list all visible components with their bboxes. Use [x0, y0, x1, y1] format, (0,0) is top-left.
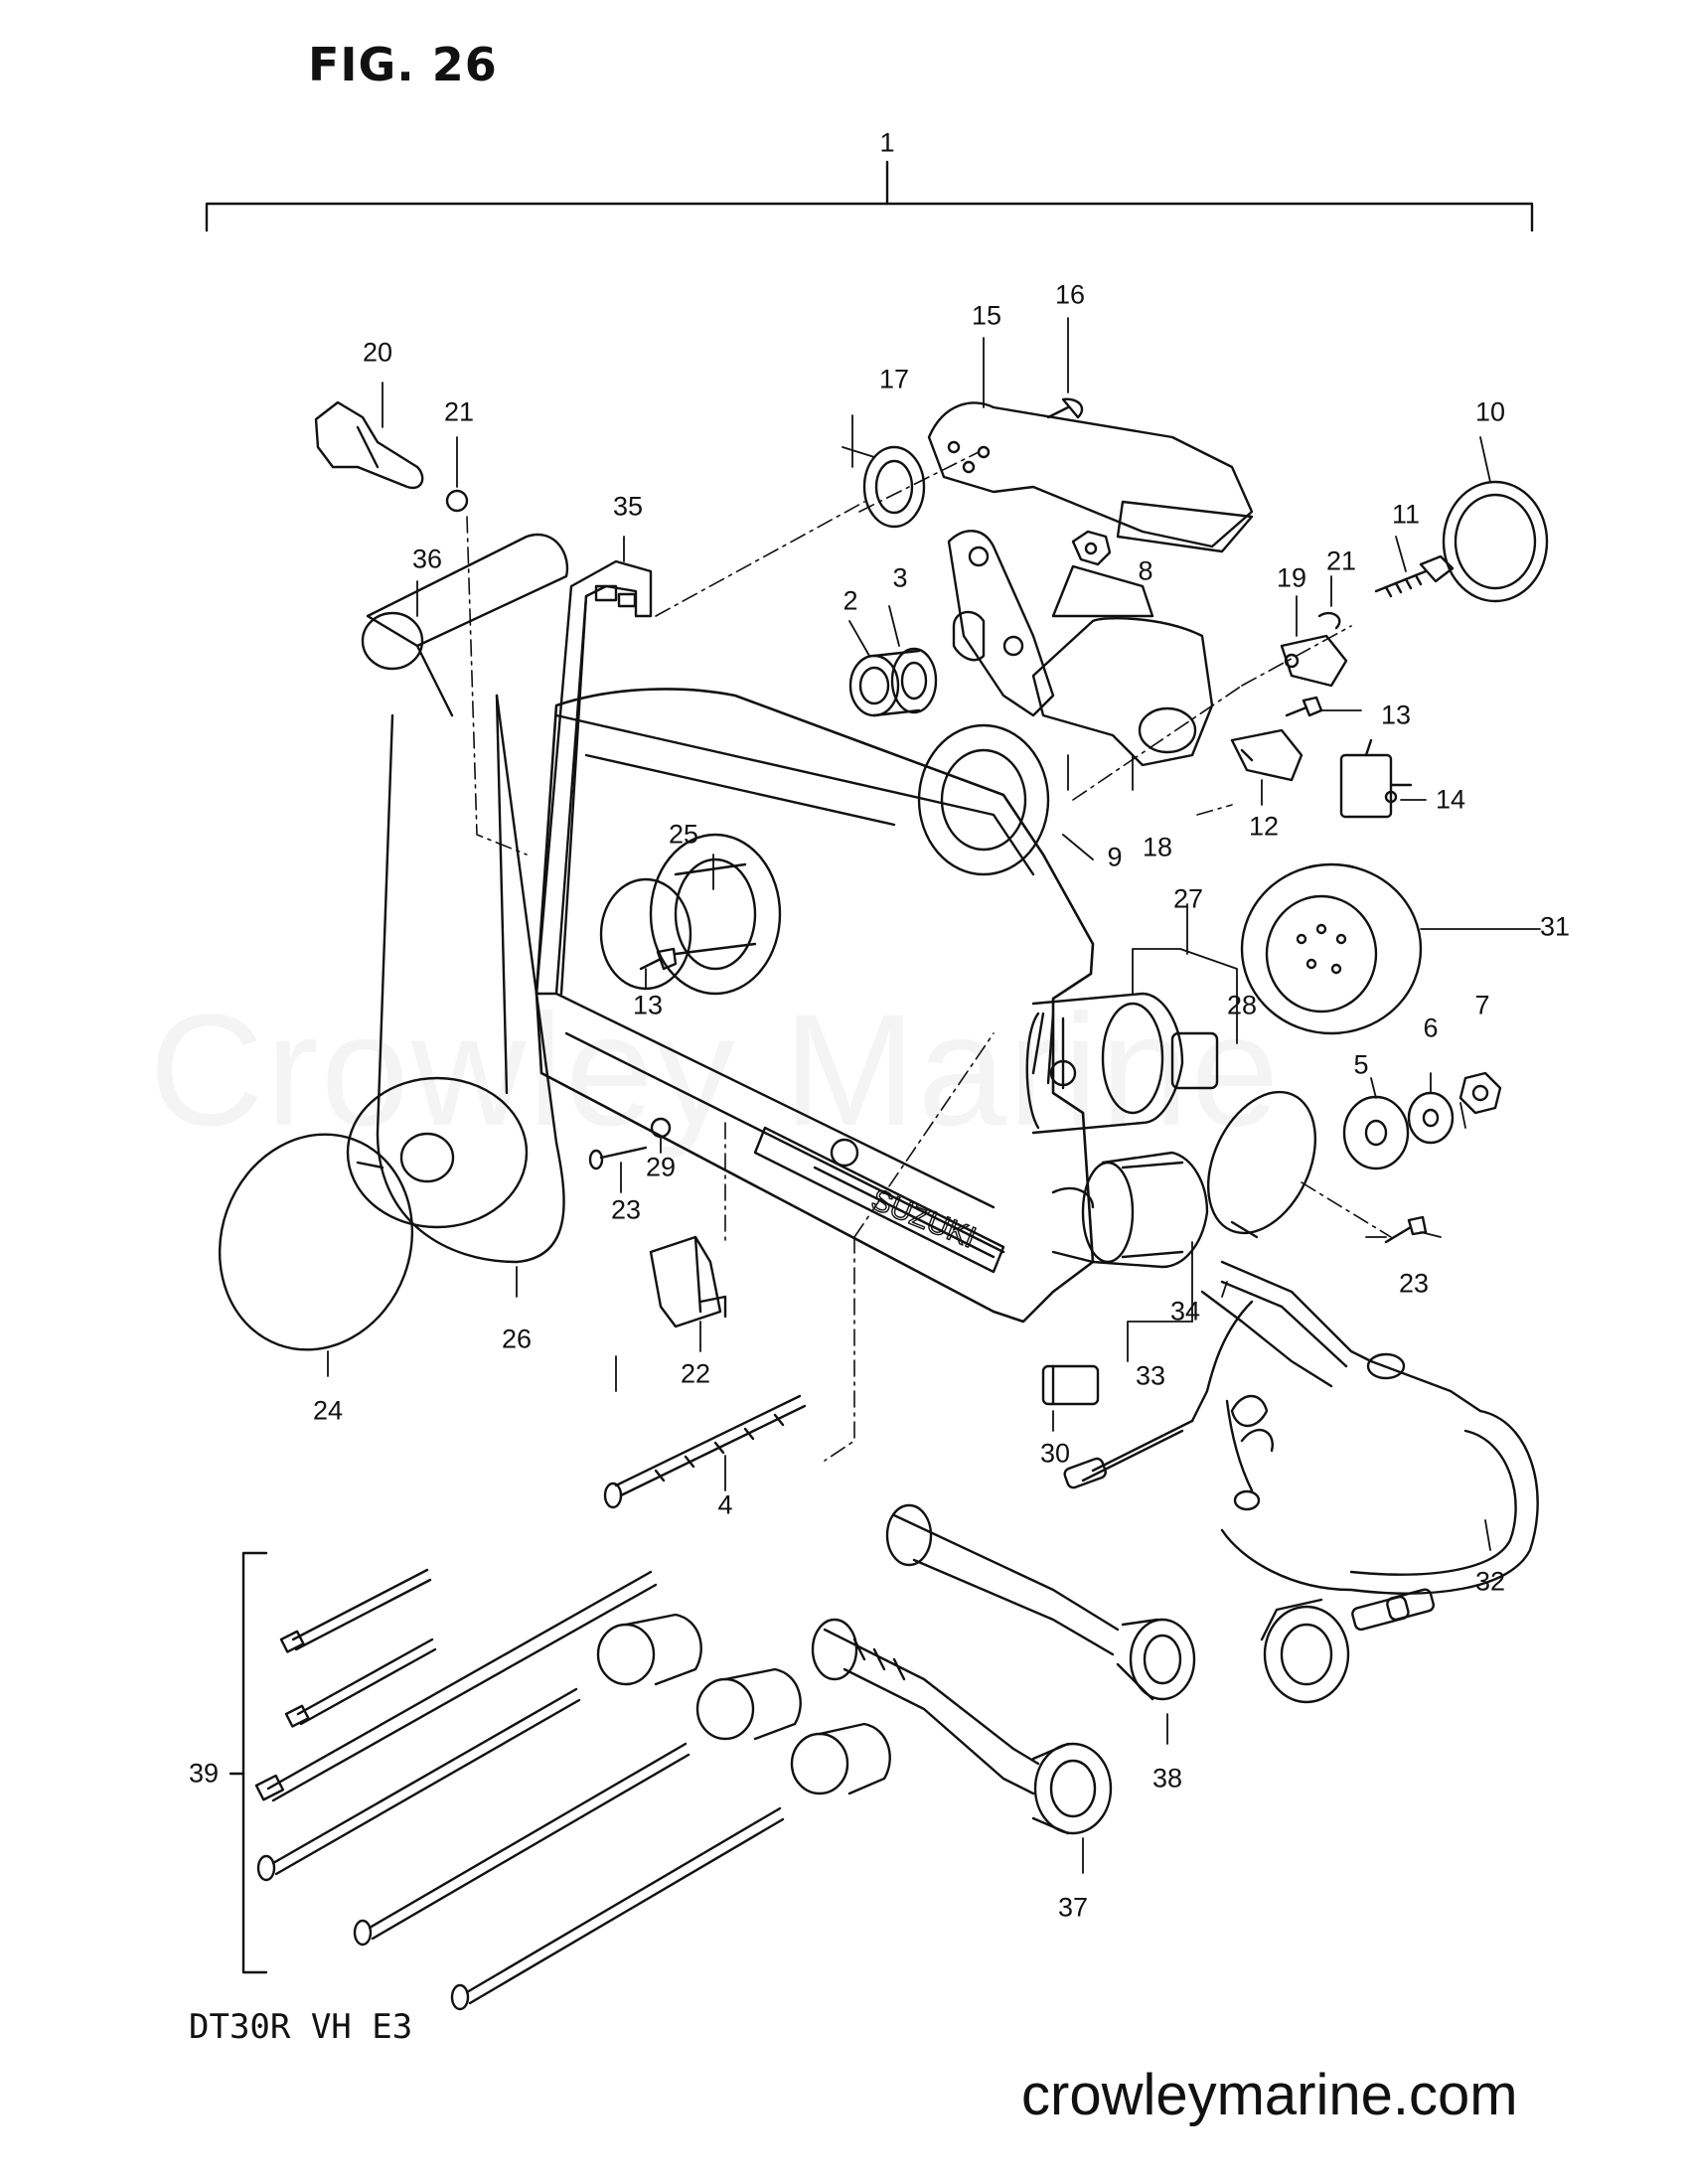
- callout-1: 1: [879, 127, 895, 158]
- washer-29: [650, 1117, 672, 1139]
- callout-37: 37: [1057, 1892, 1089, 1923]
- callout-6: 6: [1423, 1013, 1439, 1043]
- alignment-lines: [466, 451, 1392, 1462]
- long-screw-4: [603, 1394, 807, 1509]
- extension-harness-38: [885, 1503, 1196, 1701]
- callout-3: 3: [892, 562, 908, 593]
- figure-title: FIG. 26: [308, 38, 498, 91]
- callout-12: 12: [1248, 811, 1280, 842]
- side-rail: [535, 559, 653, 996]
- callout-9: 9: [1107, 842, 1123, 872]
- callout-17: 17: [878, 364, 910, 394]
- screw-13-right: [1285, 696, 1323, 717]
- drum-25: [599, 833, 782, 996]
- leader-lines: [327, 317, 1541, 1874]
- lever-cover: [218, 1133, 414, 1351]
- bracket-22: [649, 1235, 727, 1328]
- callout-10: 10: [1474, 396, 1506, 427]
- casing-body: [535, 688, 1095, 1324]
- kit-long-screws: [256, 1687, 785, 2011]
- callout-20: 20: [362, 337, 393, 368]
- kit-39-bracket: [229, 1551, 268, 1974]
- callout-15: 15: [971, 300, 1002, 331]
- spacer-5: [1342, 1095, 1410, 1170]
- extension-harness-37: [811, 1618, 1113, 1835]
- callout-36: 36: [411, 544, 443, 574]
- callout-33: 33: [1135, 1360, 1166, 1391]
- callout-31: 31: [1539, 911, 1571, 942]
- connector-33: [1081, 1151, 1209, 1269]
- washer-6: [1407, 1091, 1455, 1145]
- callout-38: 38: [1151, 1763, 1183, 1794]
- friction-plate: [917, 723, 1050, 876]
- shaft-bushing: [848, 647, 938, 717]
- callout-32: 32: [1474, 1566, 1506, 1597]
- callout-7: 7: [1474, 990, 1490, 1020]
- screw-23-left: [588, 1146, 648, 1170]
- callout-23-right: 23: [1398, 1268, 1430, 1299]
- callout-13-left: 13: [632, 990, 664, 1020]
- washer-21-right: [1317, 611, 1341, 630]
- callout-18: 18: [1142, 832, 1173, 862]
- throttle-arm: [927, 401, 1254, 553]
- callout-27: 27: [1172, 883, 1204, 914]
- switch-14: [1339, 738, 1413, 819]
- model-code: DT30R VH E3: [189, 2007, 413, 2047]
- kit-spacers: [596, 1613, 891, 1795]
- fuse-holder-30: [1041, 1364, 1100, 1406]
- callout-4: 4: [717, 1489, 733, 1520]
- callout-13-right: 13: [1380, 700, 1412, 730]
- stopper-12: [1230, 728, 1304, 782]
- callout-29: 29: [645, 1152, 677, 1182]
- callout-2: 2: [843, 585, 858, 616]
- nut-8: [1071, 530, 1112, 566]
- callout-21-right: 21: [1325, 546, 1357, 576]
- callout-21-left: 21: [443, 396, 475, 427]
- callout-39: 39: [188, 1758, 220, 1789]
- wire-loop: [1206, 1090, 1317, 1239]
- callout-35: 35: [612, 491, 644, 522]
- callout-26: 26: [501, 1324, 533, 1354]
- callout-30: 30: [1039, 1438, 1071, 1469]
- harness-connector: [1260, 1588, 1436, 1704]
- lever-knob: [314, 400, 424, 490]
- callout-28: 28: [1226, 990, 1258, 1020]
- neutral-lever: [947, 530, 1055, 717]
- callout-16: 16: [1054, 279, 1086, 310]
- nut-7: [1458, 1071, 1502, 1115]
- callout-14: 14: [1435, 784, 1466, 815]
- callout-24: 24: [312, 1395, 344, 1426]
- callout-11: 11: [1391, 499, 1421, 530]
- bushing-17: [862, 445, 926, 529]
- callout-23-left: 23: [610, 1194, 642, 1225]
- callout-5: 5: [1353, 1049, 1369, 1080]
- control-lever: [346, 533, 569, 1264]
- switch-clip-19: [1280, 634, 1348, 688]
- ring-10: [1442, 480, 1549, 603]
- wiring-harness-32: [1063, 1260, 1539, 1595]
- callout-25: 25: [668, 819, 699, 850]
- screw-13-left: [639, 947, 678, 971]
- cam-plate: [1031, 564, 1214, 767]
- washer-21: [445, 489, 469, 513]
- switch-cover-31: [1240, 862, 1423, 1035]
- bolt-11: [1374, 554, 1455, 598]
- callout-22: 22: [680, 1358, 711, 1389]
- screw-16: [1046, 397, 1084, 419]
- website-link[interactable]: crowleymarine.com: [1021, 2063, 1518, 2127]
- screw-23-right: [1384, 1215, 1428, 1244]
- assembly-bracket: [205, 160, 1534, 233]
- callout-8: 8: [1138, 555, 1153, 586]
- callout-34: 34: [1169, 1296, 1201, 1326]
- connector-28: [1025, 992, 1219, 1135]
- callout-19: 19: [1276, 562, 1307, 593]
- cable-ties: [254, 1568, 658, 1802]
